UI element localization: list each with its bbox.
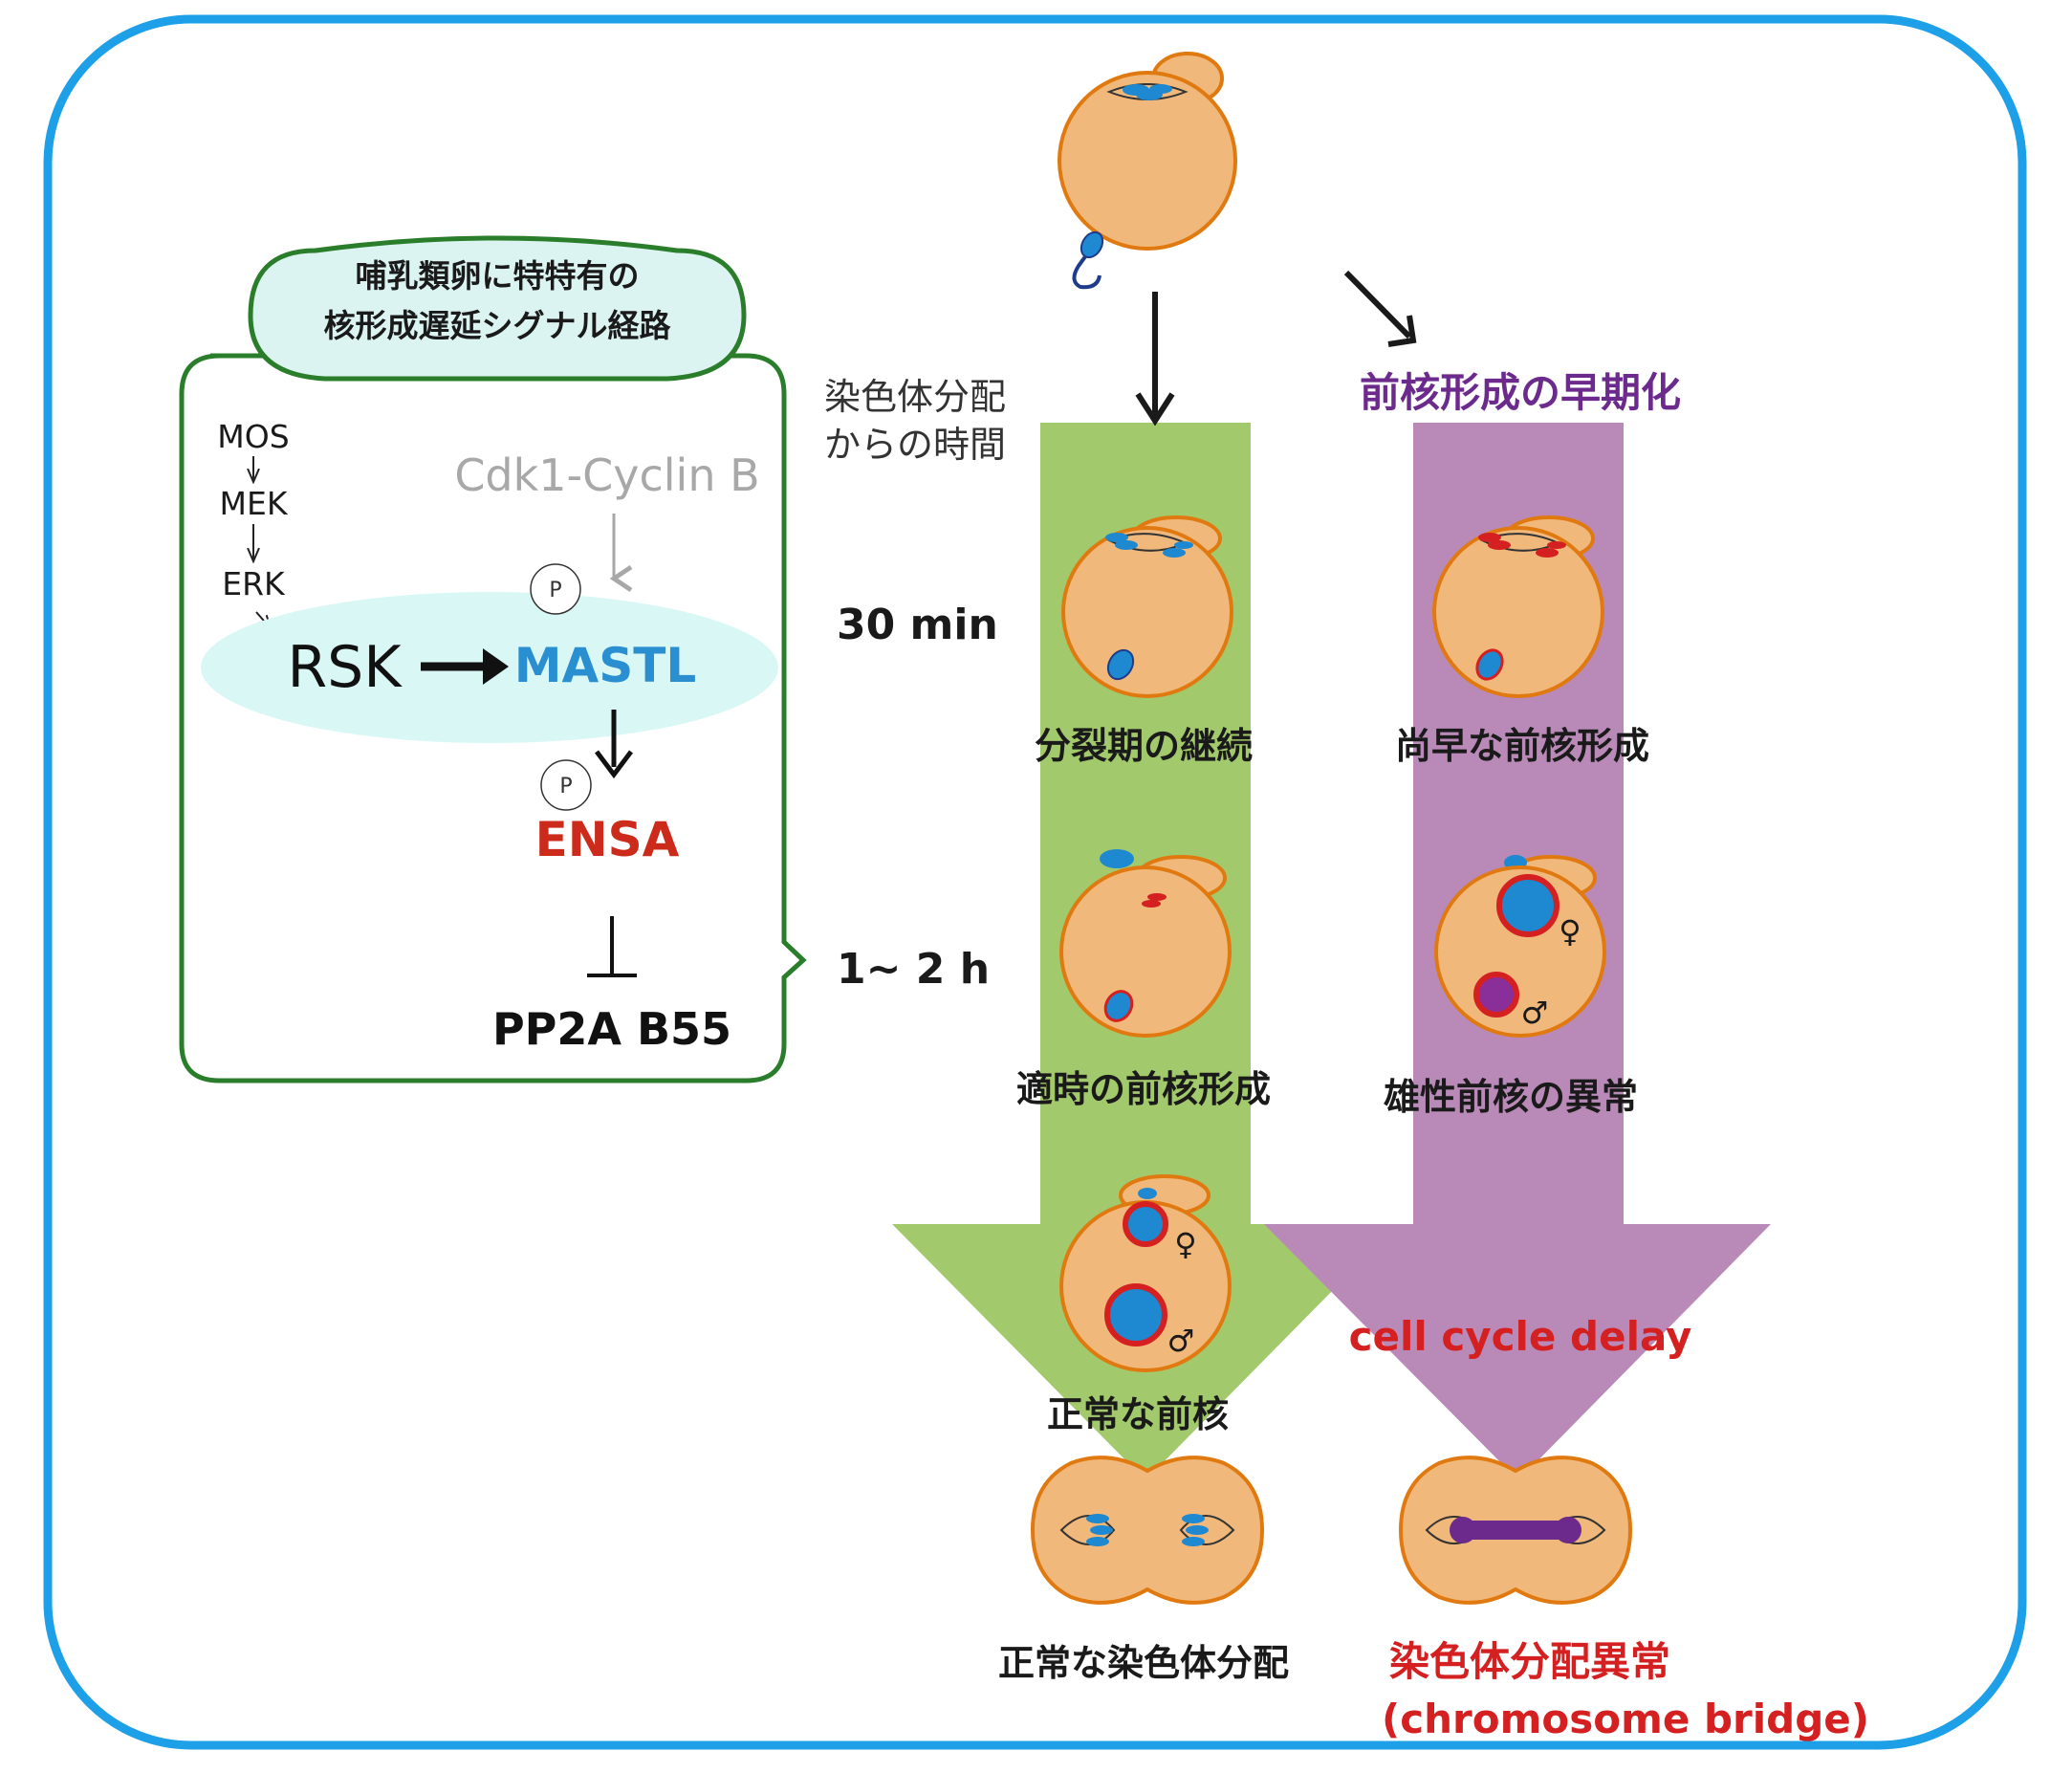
abnormal-path-title: 前核形成の早期化	[1360, 369, 1681, 416]
normal-label-3: 正常な前核	[1047, 1393, 1229, 1435]
timeline-header-line1: 染色体分配	[824, 376, 1006, 418]
metaphase-spindle	[1106, 83, 1189, 100]
pathway-title-bubble	[248, 235, 747, 382]
phospho-ensa-label: P	[559, 775, 572, 799]
normal-cell-30min	[1061, 515, 1233, 698]
sperm-head	[1080, 230, 1104, 259]
cell-cycle-delay-label: cell cycle delay	[1349, 1313, 1692, 1360]
normal-label-2: 適時の前核形成	[1016, 1068, 1271, 1110]
normal-cell-1-2h	[1059, 849, 1232, 1038]
normal-cell-pronuclei: ♀ ♂	[1059, 1174, 1232, 1372]
cdk1-label: Cdk1-Cyclin B	[454, 449, 759, 501]
normal-male-symbol: ♂	[1167, 1323, 1195, 1359]
abnormal-label-4-line2: (chromosome bridge)	[1382, 1696, 1869, 1742]
top-arrow-normal-head	[1135, 392, 1175, 427]
phospho-mastl-label: P	[549, 579, 561, 602]
ensa-label: ENSA	[535, 812, 680, 867]
phospho-mastl-circle	[530, 563, 581, 615]
time-30min: 30 min	[837, 601, 998, 649]
abnormal-label-2: 雄性前核の異常	[1384, 1076, 1638, 1118]
abnormal-male-symbol: ♂	[1521, 995, 1549, 1031]
mastl-label: MASTL	[514, 638, 696, 693]
normal-label-4: 正常な染色体分配	[998, 1642, 1289, 1684]
abnormal-female-symbol: ♀	[1559, 913, 1581, 950]
pathway-title-line1: 哺乳類卵に特特有の	[356, 257, 640, 295]
outer-frame	[43, 14, 2027, 1750]
top-oocyte	[1058, 52, 1237, 290]
pathway-panel: 哺乳類卵に特特有の 核形成遅延シグナル経路 MOS MEK ERK Cdk1-C…	[179, 235, 807, 1084]
timeline: 染色体分配 からの時間 30 min 1~ 2 h	[824, 376, 1006, 994]
pathway-title-line2: 核形成遅延シグナル経路	[324, 307, 672, 344]
abnormal-label-1: 尚早な前核形成	[1395, 725, 1649, 767]
top-arrow-abnormal	[1343, 270, 1412, 339]
normal-female-symbol: ♀	[1174, 1226, 1196, 1262]
phospho-ensa-circle	[540, 759, 592, 811]
rsk-mastl-arrow-head	[483, 648, 509, 685]
abnormal-cell-1-2h: ♀ ♂	[1434, 855, 1606, 1038]
timeline-header-line2: からの時間	[824, 424, 1006, 466]
normal-cell-division	[1030, 1456, 1265, 1605]
time-1-2h: 1~ 2 h	[837, 945, 990, 994]
erk-label: ERK	[222, 565, 286, 602]
rsk-label: RSK	[287, 634, 403, 701]
mos-label: MOS	[217, 418, 289, 455]
mastl-ensa-arrow-head	[595, 750, 633, 779]
top-arrow-abnormal-head	[1387, 315, 1417, 347]
mek-label: MEK	[220, 485, 289, 522]
abnormal-cell-30min	[1432, 515, 1604, 698]
oocyte-cell	[1058, 71, 1237, 251]
abnormal-label-4-line1: 染色体分配異常	[1389, 1638, 1670, 1685]
pp2a-label: PP2A B55	[492, 1003, 731, 1055]
normal-label-1: 分裂期の継続	[1035, 725, 1253, 767]
abnormal-cell-division	[1398, 1456, 1633, 1605]
